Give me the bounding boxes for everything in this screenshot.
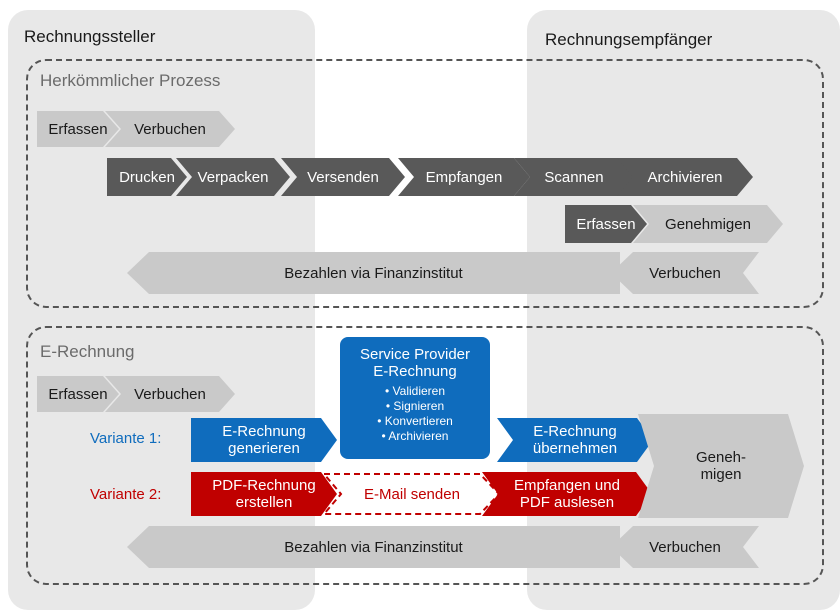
- variant1-step-generieren-line2: generieren: [228, 440, 300, 457]
- trad-step-verbuchen: Verbuchen: [105, 111, 235, 147]
- variant2-step-auslesen-line2: PDF auslesen: [519, 494, 615, 511]
- erech-step-bezahlen: Bezahlen via Finanzinstitut: [127, 526, 620, 568]
- variant2-step-auslesen: Empfangen und PDF auslesen: [482, 472, 652, 516]
- variant1-step-uebernehmen-line2: übernehmen: [532, 440, 618, 457]
- section-erechnung-title: E-Rechnung: [40, 342, 135, 361]
- lane-receiver-title: Rechnungsempfänger: [545, 30, 713, 49]
- variant1-step-uebernehmen: E-Rechnung übernehmen: [497, 418, 653, 462]
- erech-step-verbuchen: Verbuchen: [105, 376, 235, 412]
- service-provider-title-line2: E-Rechnung: [373, 363, 457, 380]
- trad-step-scannen: Scannen: [514, 158, 634, 196]
- provider-item: • Signieren: [385, 399, 445, 413]
- variant1-step-generieren: E-Rechnung generieren: [191, 418, 337, 462]
- service-provider-list: • Validieren • Signieren • Konvertieren …: [340, 384, 490, 444]
- service-provider-box: Service Provider E-Rechnung • Validieren…: [340, 337, 490, 459]
- erech-step-verbuchen-receiver: Verbuchen: [611, 526, 759, 568]
- service-provider-title: Service Provider E-Rechnung: [340, 346, 490, 380]
- trad-step-genehmigen: Genehmigen: [633, 205, 783, 243]
- erech-step-genehmigen-line1: Geneh-: [695, 449, 747, 466]
- variant2-label: Variante 2:: [90, 486, 162, 503]
- provider-item: • Archivieren: [381, 429, 449, 443]
- service-provider-title-line1: Service Provider: [359, 346, 471, 363]
- trad-step-verpacken: Verpacken: [176, 158, 290, 196]
- section-traditional-title: Herkömmlicher Prozess: [40, 71, 221, 90]
- erech-step-genehmigen: Geneh- migen: [638, 414, 804, 518]
- trad-step-drucken: Drucken: [107, 158, 187, 196]
- erech-step-erfassen: Erfassen: [37, 376, 119, 412]
- provider-item-label: Signieren: [393, 399, 445, 413]
- provider-item: • Konvertieren: [377, 414, 453, 428]
- trad-step-erfassen: Erfassen: [37, 111, 119, 147]
- variant2-step-email-shape: [322, 473, 501, 515]
- variant2-step-erstellen: PDF-Rechnung erstellen: [191, 472, 337, 516]
- variant2-step-erstellen-line1: PDF-Rechnung: [212, 477, 316, 494]
- trad-step-verbuchen-receiver: Verbuchen: [611, 252, 759, 294]
- variant2-step-auslesen-line1: Empfangen und: [514, 477, 620, 494]
- variant1-step-uebernehmen-line1: E-Rechnung: [533, 423, 617, 440]
- trad-step-bezahlen: Bezahlen via Finanzinstitut: [127, 252, 620, 294]
- trad-step-archivieren: Archivieren: [617, 158, 753, 196]
- section-traditional: [26, 59, 824, 308]
- provider-item-label: Konvertieren: [384, 414, 453, 428]
- section-erechnung: [26, 326, 824, 585]
- erech-step-genehmigen-line2: migen: [700, 466, 742, 483]
- variant2-step-erstellen-line2: erstellen: [235, 494, 293, 511]
- trad-step-erfassen-receiver: Erfassen: [565, 205, 647, 243]
- provider-item: • Validieren: [384, 384, 446, 398]
- variant1-step-generieren-line1: E-Rechnung: [222, 423, 306, 440]
- trad-step-versenden: Versenden: [281, 158, 405, 196]
- provider-item-label: Validieren: [392, 384, 446, 398]
- trad-step-empfangen: Empfangen: [398, 158, 530, 196]
- variant2-step-email: E-Mail senden: [364, 485, 460, 503]
- lane-sender-title: Rechnungssteller: [24, 27, 156, 46]
- provider-item-label: Archivieren: [388, 429, 449, 443]
- variant1-label: Variante 1:: [90, 430, 162, 447]
